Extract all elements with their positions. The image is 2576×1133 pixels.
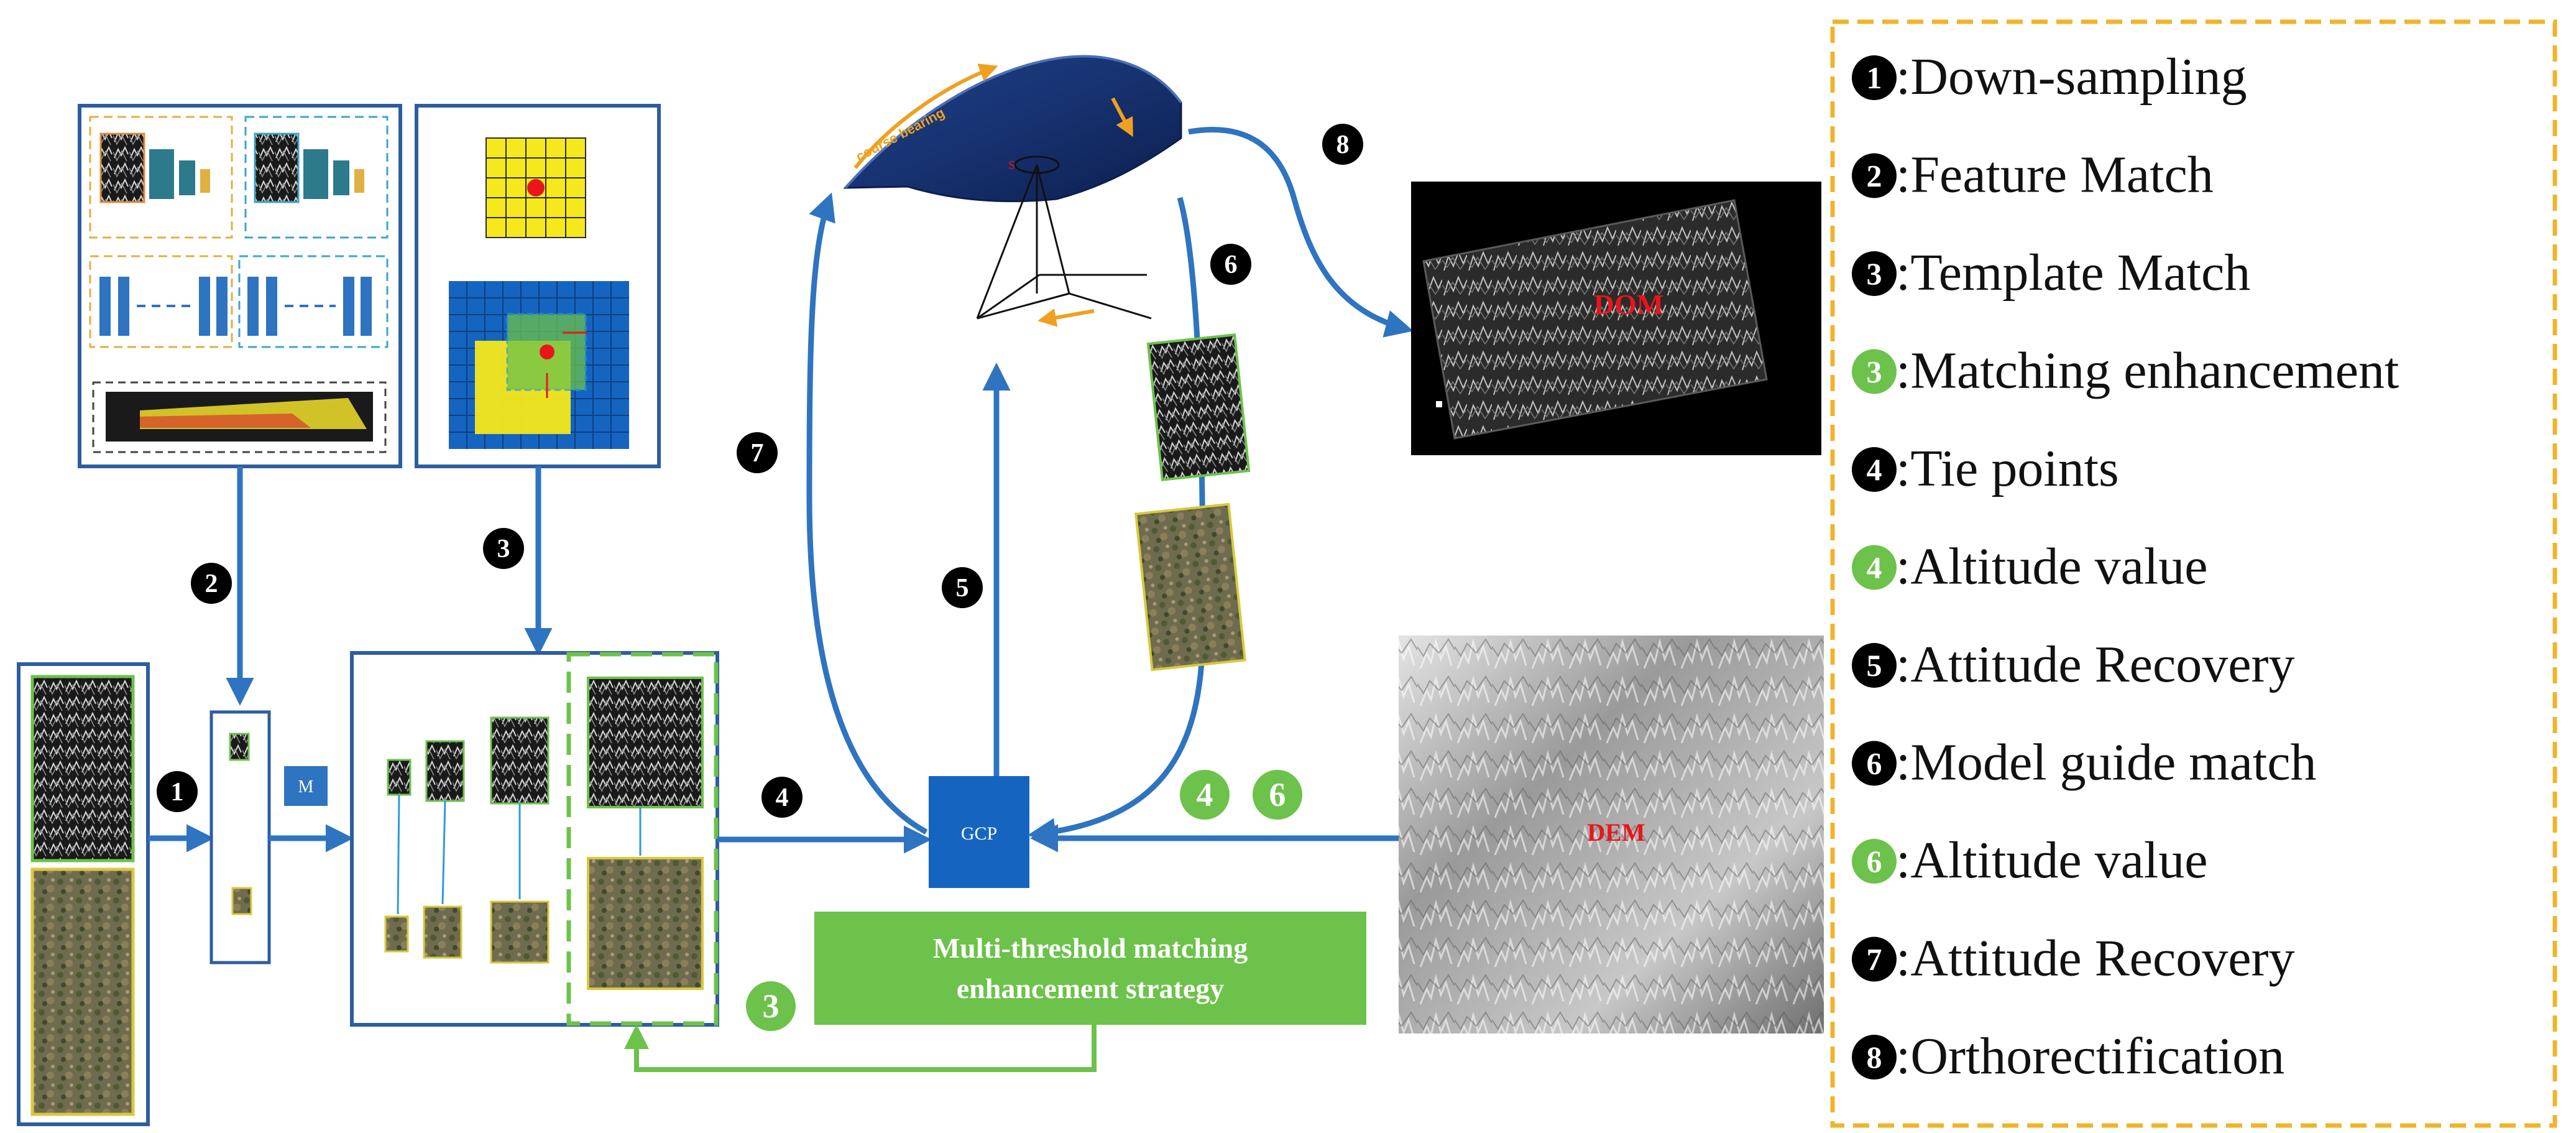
legend-item: 7 :Attitude Recovery <box>1852 930 2294 987</box>
enhancement-feedback-arrow <box>624 1024 1097 1072</box>
downsampled-images-box <box>209 710 271 964</box>
svg-text:7: 7 <box>751 439 764 468</box>
legend-number: 6 <box>1867 746 1882 781</box>
legend-number-badge <box>1852 936 1897 982</box>
svg-text:6: 6 <box>1225 251 1238 279</box>
legend-item: 8 :Orthorectification <box>1852 1027 2284 1085</box>
svg-text:DEM: DEM <box>1587 818 1645 846</box>
svg-text:8: 8 <box>1336 131 1350 159</box>
legend-item: 6 :Altitude value <box>1852 831 2208 889</box>
orthorectification-arrow <box>1188 126 1414 338</box>
legend-number: 4 <box>1867 452 1882 487</box>
legend-label: :Model guide match <box>1896 734 2317 792</box>
svg-text:4: 4 <box>1197 776 1213 813</box>
legend-number-badge <box>1852 741 1897 786</box>
guided-match-images <box>1134 333 1251 672</box>
m-box: M <box>284 766 328 806</box>
legend-number-badge <box>1852 1035 1897 1080</box>
template-match-panel <box>415 104 661 468</box>
legend-number-badge <box>1852 349 1897 394</box>
badge-5: 5 <box>942 567 983 608</box>
input-sar-image <box>30 675 135 862</box>
green-badge-3: 3 <box>746 981 796 1031</box>
legend-number: 3 <box>1867 354 1882 389</box>
legend-label: :Template Match <box>1896 244 2250 302</box>
svg-text:2: 2 <box>205 570 218 598</box>
legend-item: 4 :Tie points <box>1852 440 2119 497</box>
legend-item: 3 :Matching enhancement <box>1852 342 2399 400</box>
legend-label: :Matching enhancement <box>1896 342 2399 400</box>
green-badge-6: 6 <box>1253 770 1302 820</box>
legend-label: :Down-sampling <box>1896 48 2247 106</box>
legend-number: 7 <box>1867 942 1882 977</box>
legend-number: 5 <box>1867 648 1882 683</box>
legend-item: 3 :Template Match <box>1852 244 2250 302</box>
gcp-box: GCP <box>929 776 1029 888</box>
svg-text:3: 3 <box>497 535 510 563</box>
svg-text:3: 3 <box>763 987 780 1025</box>
legend-number: 6 <box>1867 844 1882 879</box>
svg-text:4: 4 <box>776 784 789 812</box>
satellite-sensor: course bearing S <box>843 55 1182 327</box>
legend-number: 3 <box>1867 256 1882 291</box>
svg-text:M: M <box>298 777 314 797</box>
dem-image: DEM <box>1399 636 1824 1034</box>
legend-item: 5 :Attitude Recovery <box>1852 636 2294 693</box>
iterative-recovery-arrow <box>806 192 928 835</box>
input-optical-image <box>30 867 135 1116</box>
legend-number-badge <box>1852 447 1897 492</box>
legend: 1 :Down-sampling 2 :Feature Match 3 :Template… <box>1830 19 2557 1128</box>
legend-label: :Tie points <box>1896 440 2119 497</box>
badge-2: 2 <box>191 563 232 604</box>
legend-label: :Orthorectification <box>1896 1027 2284 1085</box>
svg-text:Multi-threshold matching: Multi-threshold matching <box>933 932 1248 964</box>
legend-number-badge <box>1852 545 1897 590</box>
input-images-box <box>17 662 150 1126</box>
legend-label: :Feature Match <box>1896 146 2214 204</box>
legend-number-badge <box>1852 643 1897 688</box>
badge-8: 8 <box>1322 124 1363 165</box>
legend-label: :Altitude value <box>1896 538 2208 596</box>
strategy-box: Multi-threshold matching enhancement str… <box>814 912 1366 1025</box>
legend-label: :Attitude Recovery <box>1896 636 2294 693</box>
badge-7: 7 <box>737 432 778 473</box>
legend-label: :Altitude value <box>1896 831 2208 889</box>
feature-match-panel <box>78 104 402 468</box>
legend-label: :Attitude Recovery <box>1896 930 2294 987</box>
legend-item: 4 :Altitude value <box>1852 538 2208 596</box>
svg-text:DOM: DOM <box>1594 289 1663 320</box>
legend-number: 8 <box>1867 1040 1882 1075</box>
legend-item: 1 :Down-sampling <box>1852 48 2247 106</box>
svg-text:5: 5 <box>956 574 969 603</box>
svg-text:enhancement strategy: enhancement strategy <box>957 973 1225 1004</box>
badge-3: 3 <box>483 528 524 569</box>
legend-item: 6 :Model guide match <box>1852 734 2317 792</box>
legend-number-badge <box>1852 251 1897 296</box>
green-badge-4: 4 <box>1180 770 1230 820</box>
legend-number: 2 <box>1867 159 1882 193</box>
legend-number-badge <box>1852 55 1897 100</box>
legend-number: 4 <box>1867 550 1882 585</box>
svg-text:S: S <box>1008 159 1015 172</box>
matching-results-box <box>350 651 719 1027</box>
legend-number-badge <box>1852 839 1897 884</box>
badge-6: 6 <box>1210 244 1251 285</box>
badge-1: 1 <box>157 771 198 812</box>
legend-item: 2 :Feature Match <box>1852 146 2214 204</box>
badge-4: 4 <box>761 777 803 818</box>
legend-number: 1 <box>1867 60 1882 95</box>
dom-image: DOM <box>1411 182 1821 455</box>
legend-number-badge <box>1852 153 1897 198</box>
svg-text:6: 6 <box>1269 776 1286 813</box>
svg-text:GCP: GCP <box>961 823 997 844</box>
svg-text:1: 1 <box>171 778 184 807</box>
